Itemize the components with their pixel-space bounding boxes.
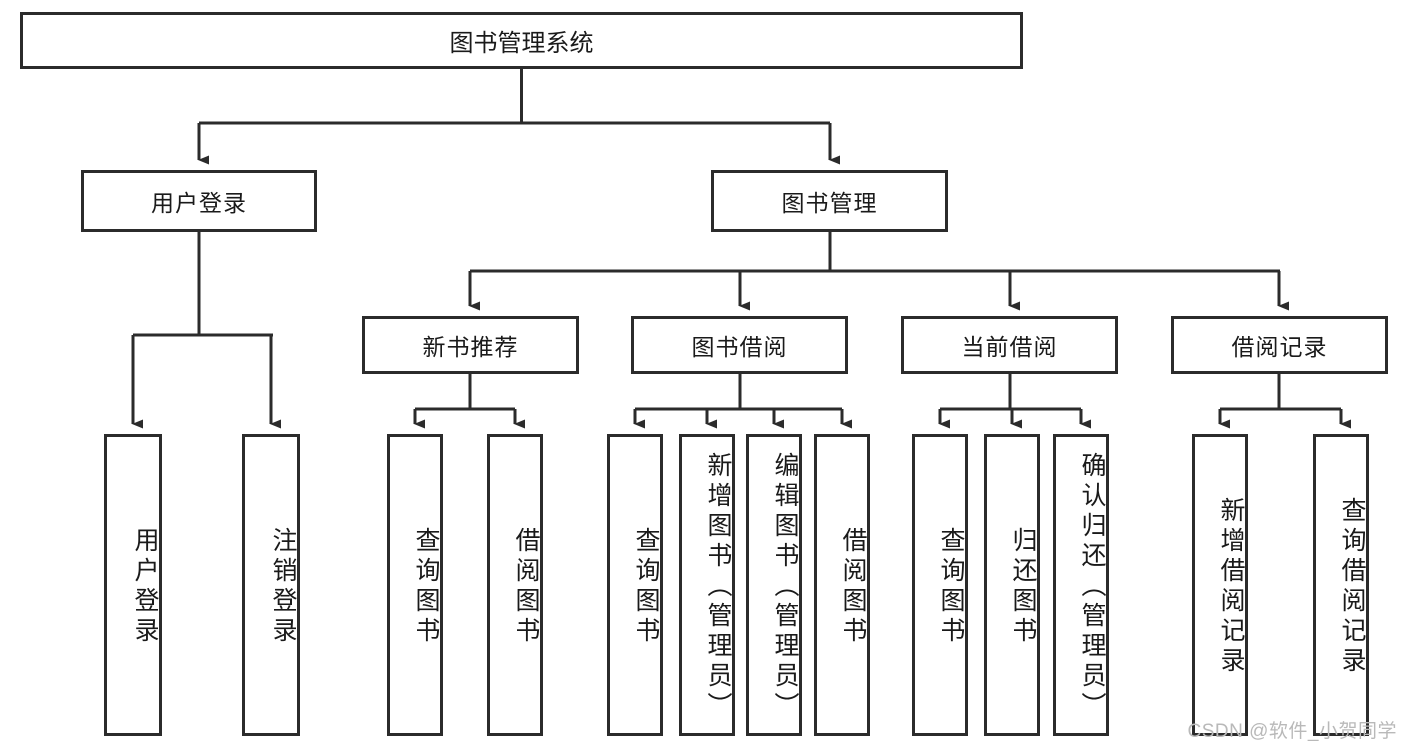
watermark: CSDN @软件_小贺同学 [1187,721,1397,742]
node-label: 确认归还（管理员） [1078,452,1106,722]
node-label: 图书管理 [781,190,878,216]
node-leaf-query-book-1[interactable]: 查询图书 [387,434,443,736]
node-borrow-record[interactable]: 借阅记录 [1171,316,1388,374]
node-label: 查询图书 [632,527,660,647]
node-book-manage[interactable]: 图书管理 [711,170,948,232]
node-label: 新增借阅记录 [1217,497,1245,677]
node-label: 查询借阅记录 [1338,497,1366,677]
node-label: 借阅图书 [512,527,540,647]
node-leaf-borrow-book-1[interactable]: 借阅图书 [487,434,543,736]
node-user-login[interactable]: 用户登录 [81,170,317,232]
node-leaf-query-book-3[interactable]: 查询图书 [912,434,968,736]
node-label: 编辑图书（管理员） [771,452,799,722]
node-leaf-return-book[interactable]: 归还图书 [984,434,1040,736]
node-leaf-borrow-book-2[interactable]: 借阅图书 [814,434,870,736]
node-label: 注销登录 [269,527,297,647]
node-new-book-rec[interactable]: 新书推荐 [362,316,579,374]
node-label: 用户登录 [151,190,247,216]
node-label: 图书借阅 [691,334,788,360]
node-leaf-query-record[interactable]: 查询借阅记录 [1313,434,1369,736]
node-leaf-add-record[interactable]: 新增借阅记录 [1192,434,1248,736]
node-label: 当前借阅 [961,334,1058,360]
node-label: 新书推荐 [422,334,519,360]
node-current-borrow[interactable]: 当前借阅 [901,316,1118,374]
node-label: 新增图书（管理员） [704,452,732,722]
node-book-borrow[interactable]: 图书借阅 [631,316,848,374]
node-leaf-edit-book[interactable]: 编辑图书（管理员） [746,434,802,736]
node-leaf-add-book[interactable]: 新增图书（管理员） [679,434,735,736]
node-leaf-query-book-2[interactable]: 查询图书 [607,434,663,736]
node-leaf-logout[interactable]: 注销登录 [242,434,300,736]
node-label: 图书管理系统 [449,30,594,57]
node-label: 查询图书 [412,527,440,647]
node-label: 查询图书 [937,527,965,647]
node-leaf-user-login[interactable]: 用户登录 [104,434,162,736]
node-label: 借阅记录 [1231,334,1328,360]
node-label: 用户登录 [131,527,159,647]
node-leaf-confirm-return[interactable]: 确认归还（管理员） [1053,434,1109,736]
node-label: 借阅图书 [839,527,867,647]
node-label: 归还图书 [1009,527,1037,647]
node-root[interactable]: 图书管理系统 [20,12,1023,69]
